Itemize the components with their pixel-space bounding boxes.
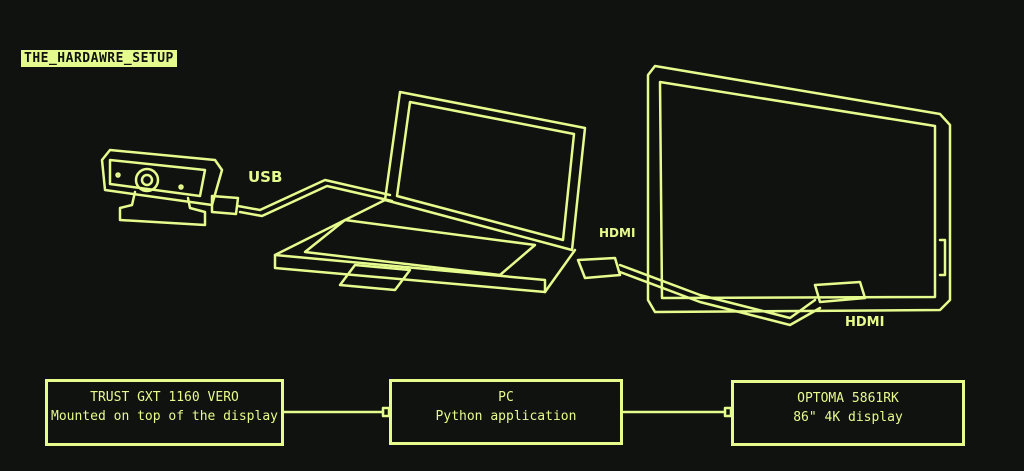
webcam-box: TRUST GXT 1160 VERO Mounted on top of th… [45, 379, 284, 446]
display-box: OPTOMA 5861RK 86" 4K display [731, 380, 965, 446]
usb-cable-icon [210, 178, 394, 218]
pc-name: PC [498, 390, 514, 405]
pc-description: Python application [435, 409, 577, 424]
connector-lines [282, 406, 733, 418]
usb-label: USB [248, 168, 283, 186]
page-title: THE_HARDAWRE_SETUP [21, 50, 177, 67]
webcam-icon [100, 148, 224, 227]
webcam-name: TRUST GXT 1160 VERO [90, 390, 239, 405]
hdmi-cable-icon [576, 256, 867, 327]
hdmi-display-label: HDMI [845, 315, 885, 330]
display-name: OPTOMA 5861RK [797, 391, 899, 406]
display-description: 86" 4K display [793, 410, 903, 425]
laptop-icon [273, 90, 587, 294]
display-icon [646, 64, 952, 314]
pc-box: PC Python application [389, 379, 623, 445]
hdmi-laptop-label: HDMI [599, 226, 636, 240]
webcam-description: Mounted on top of the display [51, 409, 278, 424]
